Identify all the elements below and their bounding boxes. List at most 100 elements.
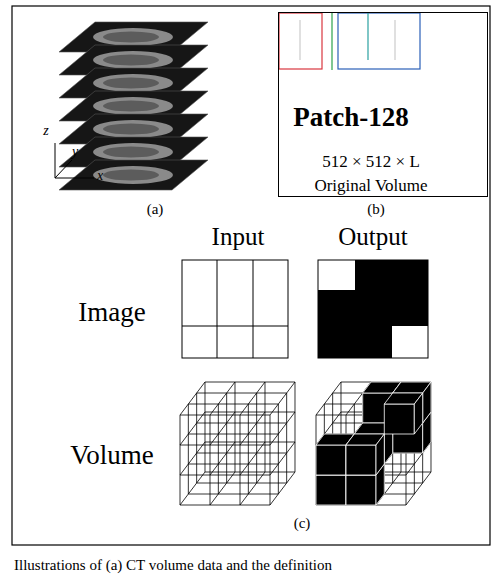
grid-line	[294, 382, 295, 472]
outer-frame	[12, 6, 490, 545]
grid-line	[248, 404, 249, 494]
grid-line	[240, 472, 265, 505]
organ-section	[103, 32, 159, 43]
figure-label: Image	[78, 299, 145, 326]
figure-caption: Illustrations of (a) CT volume data and …	[14, 558, 332, 573]
body-section	[93, 74, 173, 92]
body-section	[93, 120, 173, 138]
figure-label: (a)	[147, 202, 164, 217]
figure-label: z	[43, 124, 48, 138]
patch-outlines	[279, 13, 420, 70]
grid-border	[318, 260, 428, 358]
black-cube-face	[346, 445, 376, 475]
organ-section	[103, 101, 159, 112]
grid-line	[180, 412, 205, 445]
grid-line	[270, 412, 295, 445]
patch-blue	[338, 13, 420, 69]
grid-line	[234, 382, 235, 472]
black-cube-face	[423, 382, 431, 423]
grid-line	[180, 382, 205, 415]
grid-line	[240, 412, 265, 445]
grid-line	[210, 412, 235, 445]
grid-border	[182, 260, 288, 358]
grid-line	[286, 393, 287, 483]
grid-line	[218, 404, 219, 494]
grid-line	[204, 382, 205, 472]
y-axis	[55, 160, 72, 178]
black-cube-face	[414, 393, 422, 434]
grid-line	[180, 442, 205, 475]
grid-line	[197, 453, 287, 454]
grid-line	[197, 423, 287, 424]
volume-box: Patch-128 512 × 512 × L Original Volume	[278, 12, 488, 197]
box-heading: Patch-128	[293, 104, 408, 131]
black-cube-face	[316, 445, 346, 475]
grid-line	[217, 260, 218, 358]
figure-label: y	[72, 145, 78, 159]
grid-line	[182, 326, 288, 327]
patch-red	[279, 13, 322, 69]
patch-teal	[367, 13, 368, 60]
grid-line	[188, 404, 189, 494]
organ-section	[103, 78, 159, 89]
patch-green	[331, 13, 332, 70]
grid-line	[180, 472, 205, 505]
grid-line	[188, 494, 278, 495]
box-text: 512 × 512 × L	[322, 153, 420, 170]
z-axis	[55, 143, 56, 178]
figure-label: x	[97, 169, 103, 183]
grid-line	[278, 404, 279, 494]
grid-line	[256, 393, 257, 483]
grid-line	[205, 382, 295, 383]
x-axis	[55, 178, 94, 179]
grid-line	[270, 472, 295, 505]
image-input-grid	[182, 260, 288, 358]
grid-line	[197, 393, 287, 394]
grid-line	[240, 442, 265, 475]
body-section	[93, 97, 173, 115]
black-cube-face	[376, 434, 384, 475]
grid-line	[210, 415, 211, 505]
grid-line	[264, 382, 265, 472]
patch-gray	[299, 20, 300, 60]
black-cube-face	[346, 475, 376, 505]
body-section	[93, 28, 173, 46]
figure-label: (c)	[294, 516, 311, 531]
grid-line	[196, 393, 197, 483]
grid-line	[240, 415, 241, 505]
black-region	[318, 290, 392, 358]
grid-line	[180, 415, 181, 505]
grid-line	[210, 442, 235, 475]
black-cube-face	[316, 475, 346, 505]
figure-label: (b)	[367, 202, 385, 217]
ct-slice-stack	[59, 22, 208, 190]
axes	[55, 143, 94, 178]
grid-line	[226, 393, 227, 483]
grid-line	[406, 472, 431, 505]
box-text: Original Volume	[314, 177, 427, 194]
black-cube-face	[384, 404, 414, 434]
grid-line	[188, 404, 278, 405]
volume-input-grid	[180, 382, 295, 505]
grid-line	[270, 382, 295, 415]
figure-label: Input	[212, 224, 265, 249]
organ-section	[103, 147, 159, 158]
body-section	[93, 143, 173, 161]
grid-line	[180, 505, 270, 506]
organ-section	[103, 124, 159, 135]
image-output-grid	[318, 260, 428, 358]
figure-label: Output	[338, 224, 407, 249]
volume-output-grid	[316, 382, 431, 505]
grid-line	[205, 412, 295, 413]
grid-line	[210, 472, 235, 505]
grid-line	[253, 260, 254, 358]
grid-line	[210, 382, 235, 415]
grid-line	[240, 382, 265, 415]
grid-line	[270, 415, 271, 505]
body-section	[93, 166, 173, 184]
organ-section	[103, 170, 159, 181]
body-section	[93, 51, 173, 69]
figure-label: Volume	[70, 442, 154, 469]
